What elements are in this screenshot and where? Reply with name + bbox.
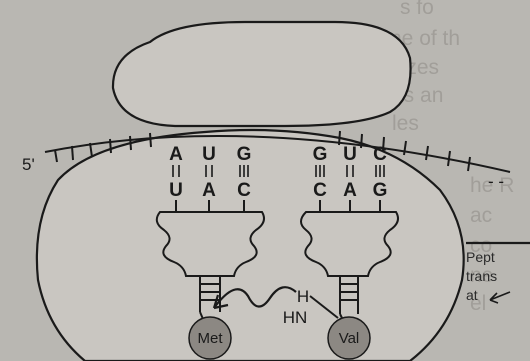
anticodon-base: G bbox=[373, 180, 388, 201]
val-amino-acid bbox=[327, 316, 371, 360]
anticodon-base: A bbox=[343, 180, 357, 201]
met-amino-acid bbox=[188, 316, 232, 360]
trna-2-pairs: G U C C A G bbox=[313, 144, 388, 201]
mrna-base: G bbox=[237, 144, 252, 165]
amine-label: HN bbox=[283, 308, 308, 327]
mrna-base: A bbox=[169, 144, 183, 165]
anticodon-base: C bbox=[313, 180, 327, 201]
svg-text:el: el bbox=[470, 292, 486, 315]
side-note-line-1: Pept bbox=[466, 249, 495, 265]
side-note-arrow-icon bbox=[489, 291, 511, 304]
mrna-base: G bbox=[313, 144, 328, 165]
met-label: Met bbox=[197, 330, 223, 347]
mrna-base: U bbox=[202, 144, 216, 165]
small-ribosomal-subunit bbox=[111, 20, 412, 128]
trna-2 bbox=[300, 200, 399, 327]
svg-text:les: les bbox=[392, 112, 419, 135]
side-note-line-2: trans bbox=[466, 268, 497, 284]
svg-text:ne: ne bbox=[470, 264, 493, 287]
large-ribosomal-subunit bbox=[35, 128, 465, 361]
three-prime-dashes: - - bbox=[488, 172, 504, 191]
hydrogen-label: H bbox=[297, 287, 309, 306]
anticodon-base: A bbox=[202, 180, 216, 201]
mrna-strand bbox=[44, 130, 511, 173]
mrna-base: C bbox=[373, 144, 387, 165]
side-note-line-3: at bbox=[466, 287, 478, 303]
five-prime-label: 5' bbox=[22, 155, 35, 174]
val-label: Val bbox=[339, 330, 360, 347]
svg-text:he R: he R bbox=[470, 174, 514, 197]
svg-text:s fo: s fo bbox=[400, 0, 434, 19]
anticodon-base: C bbox=[237, 180, 251, 201]
anticodon-base: U bbox=[169, 180, 183, 201]
svg-text:ne of th: ne of th bbox=[390, 27, 460, 50]
val-bond-line bbox=[309, 295, 339, 319]
trna-1-pairs: A U G U A C bbox=[169, 144, 251, 201]
peptide-transfer-arrow bbox=[212, 286, 297, 310]
svg-text:ac: ac bbox=[470, 204, 492, 227]
mrna-base: U bbox=[343, 144, 357, 165]
svg-text:co: co bbox=[470, 234, 492, 257]
